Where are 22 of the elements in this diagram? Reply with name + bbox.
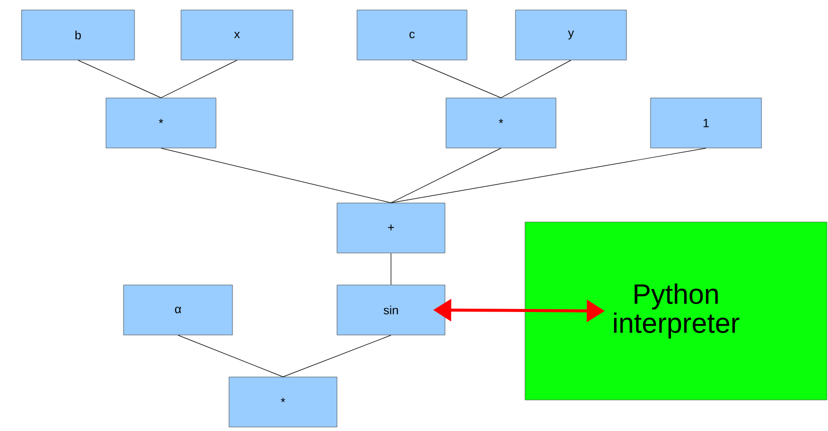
operation-box: * <box>228 376 338 428</box>
connector-line <box>500 60 572 98</box>
operation-box: + <box>336 202 446 254</box>
connector-line <box>390 148 502 204</box>
connector-line <box>160 60 238 98</box>
interpreter-box: Python interpreter <box>524 222 828 400</box>
connector-line <box>390 148 706 204</box>
connector-line <box>160 148 392 204</box>
connector-line <box>390 252 392 286</box>
operation-box: 1 <box>650 98 762 148</box>
connector-line <box>78 60 162 98</box>
operation-box: c <box>356 10 468 60</box>
operation-box: y <box>515 10 627 60</box>
operation-box: * <box>106 98 216 148</box>
operation-box: * <box>446 98 556 148</box>
connector-line <box>178 334 284 378</box>
connector-line <box>412 60 502 98</box>
operation-box: sin <box>336 284 446 336</box>
operation-box: x <box>180 10 294 60</box>
operation-box: b <box>21 10 135 60</box>
connector-line <box>282 334 392 378</box>
operation-box: α <box>123 284 233 336</box>
